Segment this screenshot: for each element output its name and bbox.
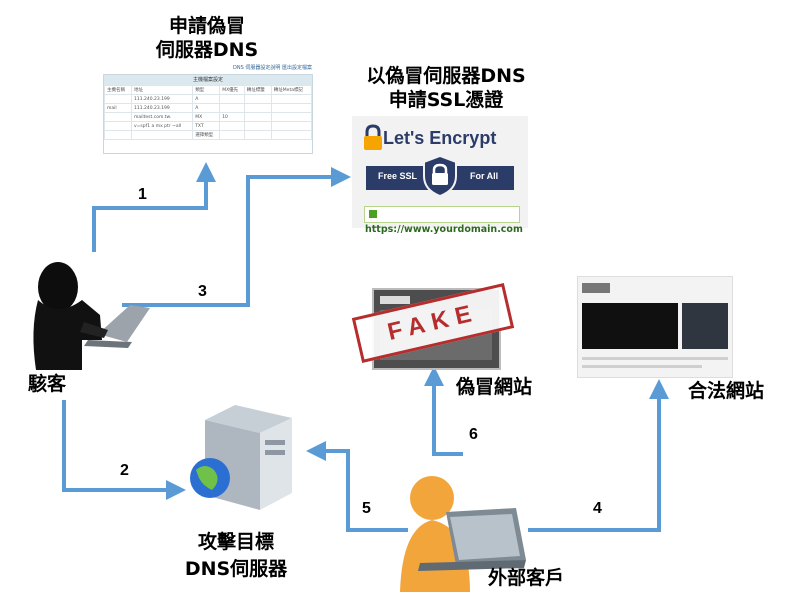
step-2-number: 2 — [120, 462, 129, 479]
dns-panel-header: 主機檔案設定 — [104, 75, 312, 85]
col-redirect: 轉址標籤 — [243, 85, 272, 95]
letsencrypt-title: Let's Encrypt — [383, 128, 497, 148]
step-1-number: 1 — [138, 186, 147, 203]
hacker-label: 駭客 — [27, 373, 66, 395]
secure-url-bar: https://www.yourdomain.com — [364, 206, 523, 235]
secure-url: https://www.yourdomain.com — [365, 224, 523, 235]
dns-panel-links: DNS 伺服器設定說明 匯出設定檔案 — [233, 65, 312, 71]
server-icon — [190, 405, 292, 510]
arrow-step-2 — [62, 400, 186, 500]
hacker-icon — [33, 262, 150, 370]
table-row: 選擇類型 — [104, 130, 313, 140]
lock-icon — [364, 124, 382, 150]
forge-dns-label: 申請偽冒 伺服器DNS — [155, 15, 259, 61]
client-icon — [400, 476, 526, 592]
col-meta: 轉址Meta標記 — [270, 85, 313, 95]
col-address: 地址 — [130, 85, 194, 95]
legit-site-label: 合法網站 — [687, 380, 764, 402]
step-5-number: 5 — [362, 500, 371, 517]
step-6-number: 6 — [469, 426, 478, 443]
col-mx: MX優先 — [219, 85, 245, 95]
arrow-step-1 — [92, 162, 216, 252]
arrow-step-4 — [528, 379, 669, 532]
padlock-icon — [369, 210, 377, 218]
step-4-number: 4 — [593, 500, 602, 517]
arrow-step-5 — [306, 441, 408, 532]
letsencrypt-badge: Let's Encrypt Free SSL For All https://w… — [352, 116, 528, 235]
ssl-request-label: 以偽冒伺服器DNS 申請SSL憑證 — [366, 65, 526, 111]
col-hostname: 主機名稱 — [104, 85, 132, 95]
dns-records-table: 主機名稱 地址 類型 MX優先 轉址標籤 轉址Meta標記 111.240.23… — [104, 85, 313, 140]
arrow-step-3 — [122, 167, 351, 307]
step-3-number: 3 — [198, 283, 207, 300]
col-type: 類型 — [192, 85, 221, 95]
client-label: 外部客戶 — [487, 567, 564, 589]
legit-site-thumbnail — [577, 276, 733, 378]
for-all-text: For All — [470, 171, 499, 181]
arrow-step-6 — [424, 366, 463, 456]
dns-records-panel: DNS 伺服器設定說明 匯出設定檔案 主機檔案設定 主機名稱 地址 類型 MX優… — [103, 65, 313, 154]
shield-icon — [423, 154, 457, 198]
target-dns-label-line1: 攻擊目標 — [197, 531, 274, 553]
free-ssl-text: Free SSL — [378, 171, 418, 181]
fake-site-label: 偽冒網站 — [455, 376, 532, 398]
target-dns-label-line2: DNS伺服器 — [184, 558, 288, 580]
